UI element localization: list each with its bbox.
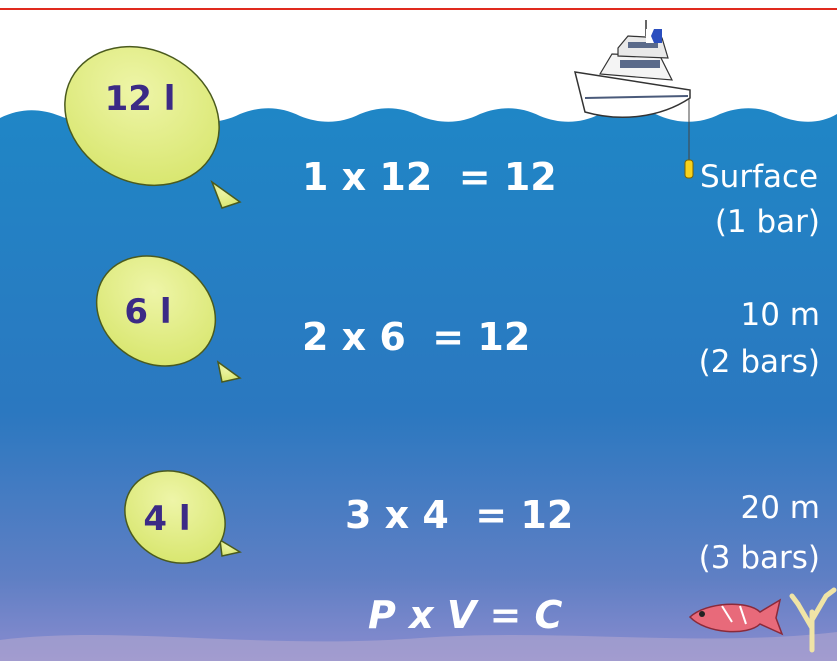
balloon-6l: 6 l [95, 255, 242, 383]
depth-pressure-20m: (3 bars) [699, 540, 820, 576]
boat-icon [573, 20, 691, 119]
balloon-4l: 4 l [124, 470, 242, 564]
equation-20m: 3 x 4 = 12 [345, 493, 573, 537]
equation-surface: 1 x 12 = 12 [302, 155, 557, 199]
depth-label-20m: 20 m [741, 490, 821, 526]
seabed-floor [0, 632, 837, 661]
balloon-volume-label: 4 l [143, 499, 190, 539]
balloon-volume-label: 6 l [124, 292, 171, 332]
equation-10m: 2 x 6 = 12 [302, 315, 530, 359]
coral-icon [789, 587, 837, 653]
dive-flag-icon [646, 29, 662, 43]
buoy-icon [684, 98, 694, 179]
depth-pressure-10m: (2 bars) [699, 344, 820, 380]
depth-label-surface: Surface [700, 159, 818, 195]
balloon-volume-label: 12 l [105, 79, 176, 119]
depth-label-10m: 10 m [741, 297, 821, 333]
fish-icon [688, 598, 784, 636]
boyle-formula: P x V = C [368, 593, 563, 637]
balloon-12l: 12 l [64, 45, 242, 209]
depth-pressure-surface: (1 bar) [715, 204, 820, 240]
